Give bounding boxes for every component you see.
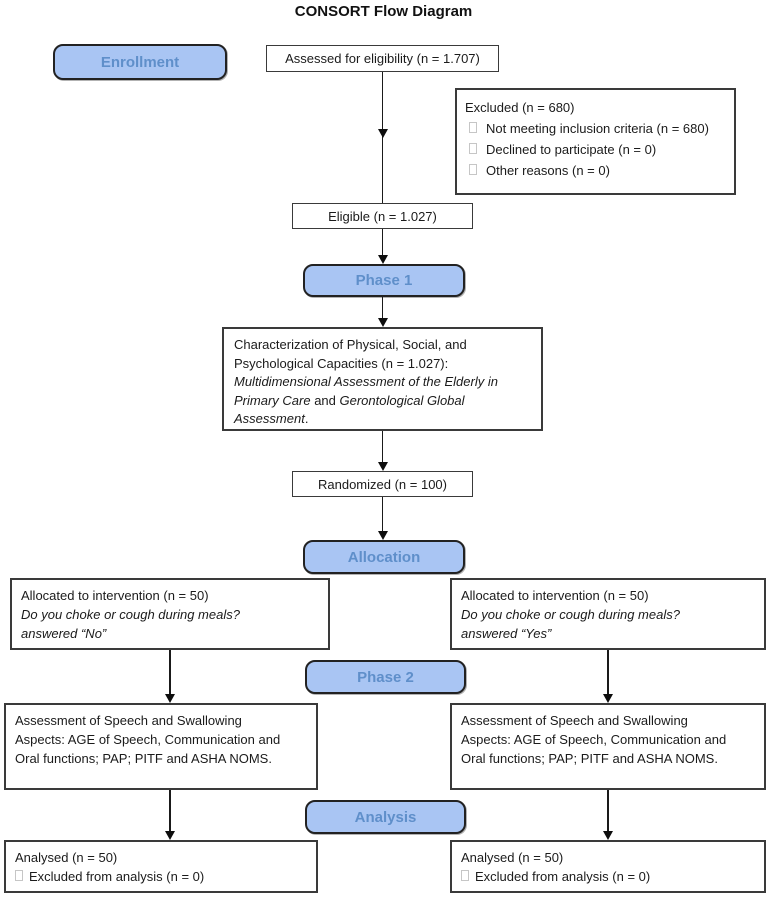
page-title: CONSORT Flow Diagram (294, 3, 473, 20)
arrow-down-icon (377, 531, 388, 540)
arrow-down-icon (377, 255, 388, 264)
arrow-down-icon (377, 129, 388, 138)
analysed-excluded-row: Excluded from analysis (n = 0) (15, 867, 307, 886)
connector-line (381, 497, 384, 532)
eligible-label: Eligible (n = 1.027) (328, 208, 437, 224)
box-analysed-left: Analysed (n = 50) Excluded from analysis… (4, 840, 318, 893)
allocated-question: Do you choke or cough during meals? (461, 607, 680, 622)
tofu-bullet-icon (15, 870, 23, 881)
analysed-line: Analysed (n = 50) (15, 850, 118, 865)
connector-line (607, 790, 609, 832)
excluded-item: Declined to participate (n = 0) (465, 139, 726, 160)
randomized-label: Randomized (n = 100) (318, 476, 447, 492)
stage-enrollment: Enrollment (53, 44, 227, 80)
excluded-item: Other reasons (n = 0) (465, 160, 726, 181)
analysed-line: Analysed (n = 50) (461, 850, 564, 865)
stage-allocation: Allocation (303, 540, 465, 574)
excluded-item-label: Declined to participate (n = 0) (486, 142, 657, 157)
excluded-title: Excluded (n = 680) (465, 100, 575, 115)
stage-phase2: Phase 2 (305, 660, 466, 694)
stage-phase1: Phase 1 (303, 264, 465, 297)
arrow-down-icon (165, 831, 175, 840)
tofu-bullet-icon (461, 870, 469, 881)
allocated-line: Allocated to intervention (n = 50) (21, 588, 209, 603)
excluded-item-label: Not meeting inclusion criteria (n = 680) (486, 121, 709, 136)
box-assessment-right: Assessment of Speech and Swallowing Aspe… (450, 703, 766, 790)
box-excluded: Excluded (n = 680) Not meeting inclusion… (455, 88, 736, 195)
characterization-italic: Gerontological Global Assessment (234, 392, 465, 427)
analysed-excluded-label: Excluded from analysis (n = 0) (29, 869, 205, 884)
box-randomized: Randomized (n = 100) (292, 471, 473, 497)
box-assessed-eligibility: Assessed for eligibility (n = 1.707) (266, 45, 499, 72)
box-allocated-no: Allocated to intervention (n = 50) Do yo… (10, 578, 330, 650)
connector-line (169, 650, 171, 695)
box-analysed-right: Analysed (n = 50) Excluded from analysis… (450, 840, 766, 893)
analysed-excluded-label: Excluded from analysis (n = 0) (475, 869, 651, 884)
tofu-bullet-icon (469, 143, 477, 154)
connector-line (381, 297, 384, 319)
allocated-question: Do you choke or cough during meals? (21, 607, 240, 622)
arrow-down-icon (377, 462, 388, 471)
assessment-line: Aspects: AGE of Speech, Communication an… (461, 732, 727, 747)
arrow-down-icon (603, 831, 613, 840)
assessment-line: Oral functions; PAP; PITF and ASHA NOMS. (15, 751, 272, 766)
connector-line (607, 650, 609, 695)
excluded-item: Not meeting inclusion criteria (n = 680) (465, 118, 726, 139)
excluded-item-label: Other reasons (n = 0) (486, 163, 610, 178)
box-characterization: Characterization of Physical, Social, an… (222, 327, 543, 431)
connector-line (381, 229, 384, 256)
box-eligible: Eligible (n = 1.027) (292, 203, 473, 229)
analysed-excluded-row: Excluded from analysis (n = 0) (461, 867, 755, 886)
allocated-answer: answered “No” (21, 626, 107, 641)
assessment-line: Assessment of Speech and Swallowing (15, 713, 242, 728)
assessment-line: Aspects: AGE of Speech, Communication an… (15, 732, 281, 747)
arrow-down-icon (603, 694, 613, 703)
connector-line (381, 431, 384, 463)
box-allocated-yes: Allocated to intervention (n = 50) Do yo… (450, 578, 766, 650)
box-assessment-left: Assessment of Speech and Swallowing Aspe… (4, 703, 318, 790)
tofu-bullet-icon (469, 122, 477, 133)
tofu-bullet-icon (469, 164, 477, 175)
allocated-answer: answered “Yes” (461, 626, 552, 641)
connector-line (169, 790, 171, 832)
characterization-italic: Multidimensional Assessment of the Elder… (234, 374, 498, 408)
assessment-line: Assessment of Speech and Swallowing (461, 713, 688, 728)
characterization-text: and (310, 392, 340, 408)
arrow-down-icon (165, 694, 175, 703)
characterization-text: . (304, 411, 309, 426)
assessed-label: Assessed for eligibility (n = 1.707) (285, 51, 480, 66)
characterization-text: Characterization of Physical, Social, an… (234, 337, 467, 371)
stage-analysis: Analysis (305, 800, 466, 834)
allocated-line: Allocated to intervention (n = 50) (461, 588, 649, 603)
assessment-line: Oral functions; PAP; PITF and ASHA NOMS. (461, 751, 718, 766)
arrow-down-icon (377, 318, 388, 327)
